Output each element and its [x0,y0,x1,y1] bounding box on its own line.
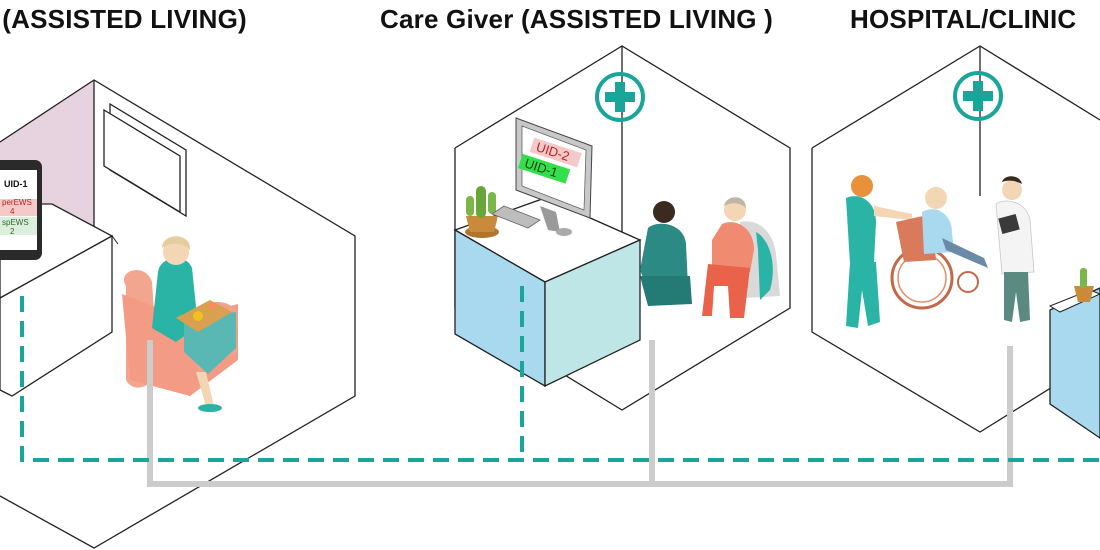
resident-room-title: t (ASSISTED LIVING) [0,4,247,34]
medical-cross-icon-hospital [953,71,1003,121]
hospital-desk [1048,268,1100,439]
resident-in-armchair [122,236,238,412]
tablet-score1-value: 4 [10,207,15,216]
tablet-score2-value: 2 [10,227,15,236]
caregiver-room: UID-2 UID-1 [453,45,791,411]
hospital-room [811,45,1100,439]
medical-cross-icon [595,72,645,122]
resident-room-outline [0,79,356,549]
monitor-device: UID-2 UID-1 [491,117,593,236]
window [103,102,187,218]
tablet-uid: UID-1 [4,179,28,189]
resident-room: UID-1 perEWS 4 spEWS 2 [0,79,356,549]
nurse-and-patient [640,197,780,318]
wired-connection-line [147,340,1013,487]
caregiver-room-title: Care Giver (ASSISTED LIVING ) [380,4,774,34]
tablet-score1-label: perEWS [2,198,32,207]
nurse-wheelchair-doctor [846,175,1035,328]
wireless-connection-line [20,296,1100,462]
cactus-plant [465,186,499,238]
tablet-score2-label: spEWS [2,218,29,227]
tablet-device: UID-1 perEWS 4 spEWS 2 [0,160,42,260]
hospital-room-title: HOSPITAL/CLINIC [850,4,1077,34]
network-lines [20,286,1100,487]
